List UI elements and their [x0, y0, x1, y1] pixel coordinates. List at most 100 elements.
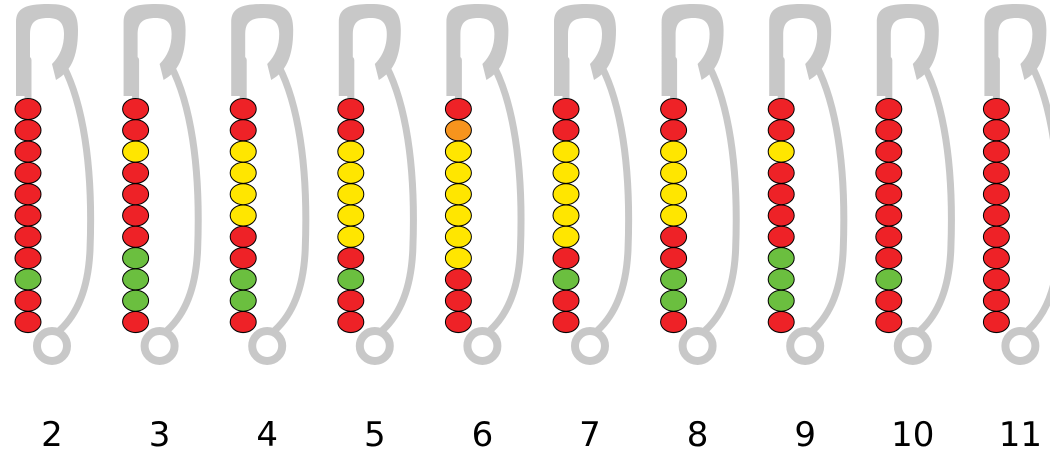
bead: [660, 225, 688, 248]
bead: [982, 161, 1010, 184]
bead: [444, 98, 472, 120]
bead: [444, 289, 472, 312]
pin-label: 8: [687, 415, 709, 451]
pin-label: 11: [999, 415, 1042, 451]
pin-clasp: [446, 4, 509, 96]
bead: [122, 289, 150, 312]
bead: [767, 311, 795, 333]
bead: [767, 119, 795, 142]
pin-clasp: [661, 4, 724, 96]
bead: [552, 247, 580, 270]
safety-pin-8: 8: [660, 4, 740, 451]
bead: [767, 247, 795, 270]
bead: [14, 140, 42, 163]
bead: [122, 247, 150, 270]
pin-wire: [917, 56, 955, 334]
bead: [14, 183, 42, 206]
bead: [444, 161, 472, 184]
bead: [14, 119, 42, 142]
bead: [444, 225, 472, 248]
bead: [552, 98, 580, 120]
bead: [229, 161, 257, 184]
bead: [337, 247, 365, 270]
bead: [122, 161, 150, 184]
bead: [660, 247, 688, 270]
bead: [122, 98, 150, 120]
pin-wire: [56, 56, 95, 334]
bead: [552, 289, 580, 312]
bead: [14, 289, 42, 312]
bead: [660, 98, 688, 120]
bead: [552, 204, 580, 227]
pin-coil: [786, 327, 825, 365]
bead: [229, 98, 257, 120]
bead: [229, 268, 257, 291]
bead: [660, 311, 688, 333]
bead: [982, 268, 1010, 291]
bead: [767, 225, 795, 248]
pin-wire: [702, 56, 740, 334]
bead: [767, 140, 795, 163]
safety-pin-4: 4: [229, 4, 310, 451]
bead: [444, 140, 472, 163]
bead: [982, 204, 1010, 227]
bead: [660, 183, 688, 206]
pin-clasp: [231, 4, 294, 96]
bead: [229, 119, 257, 142]
bead: [982, 140, 1010, 163]
pin-wire: [594, 56, 633, 334]
pin-clasp: [338, 4, 401, 96]
bead: [875, 289, 903, 312]
pin-clasp: [769, 4, 832, 96]
bead: [337, 161, 365, 184]
bead: [982, 98, 1010, 120]
bead: [767, 268, 795, 291]
pin-label: 9: [794, 415, 816, 451]
bead: [552, 140, 580, 163]
bead: [444, 268, 472, 291]
bead: [229, 311, 257, 333]
bead: [14, 204, 42, 227]
pin-label: 4: [256, 415, 278, 451]
pin-label: 10: [891, 415, 934, 451]
bead: [660, 161, 688, 184]
bead: [122, 311, 150, 333]
pin-coil: [248, 327, 287, 365]
bead: [229, 247, 257, 270]
bead: [337, 311, 365, 333]
bead: [229, 183, 257, 206]
bead: [122, 140, 150, 163]
bead: [767, 98, 795, 120]
bead: [552, 311, 580, 333]
pin-coil: [355, 327, 394, 365]
bead: [229, 289, 257, 312]
bead: [660, 268, 688, 291]
bead: [982, 247, 1010, 270]
bead: [875, 161, 903, 184]
bead: [229, 225, 257, 248]
bead: [552, 161, 580, 184]
bead: [767, 161, 795, 184]
bead: [122, 204, 150, 227]
pin-wire: [809, 56, 848, 334]
bead: [552, 183, 580, 206]
bead: [229, 140, 257, 163]
bead: [875, 225, 903, 248]
bead: [14, 268, 42, 291]
pin-clasp: [554, 4, 616, 96]
pin-wire: [486, 56, 525, 334]
pin-clasp: [16, 4, 78, 96]
bead: [552, 225, 580, 248]
bead: [337, 289, 365, 312]
pin-coil: [893, 327, 932, 365]
bead: [14, 161, 42, 184]
bead: [122, 183, 150, 206]
bead: [982, 311, 1010, 333]
safety-pin-9: 9: [767, 4, 848, 451]
bead: [875, 98, 903, 120]
pin-coil: [463, 327, 502, 365]
pin-clasp: [984, 4, 1047, 96]
bead: [337, 140, 365, 163]
